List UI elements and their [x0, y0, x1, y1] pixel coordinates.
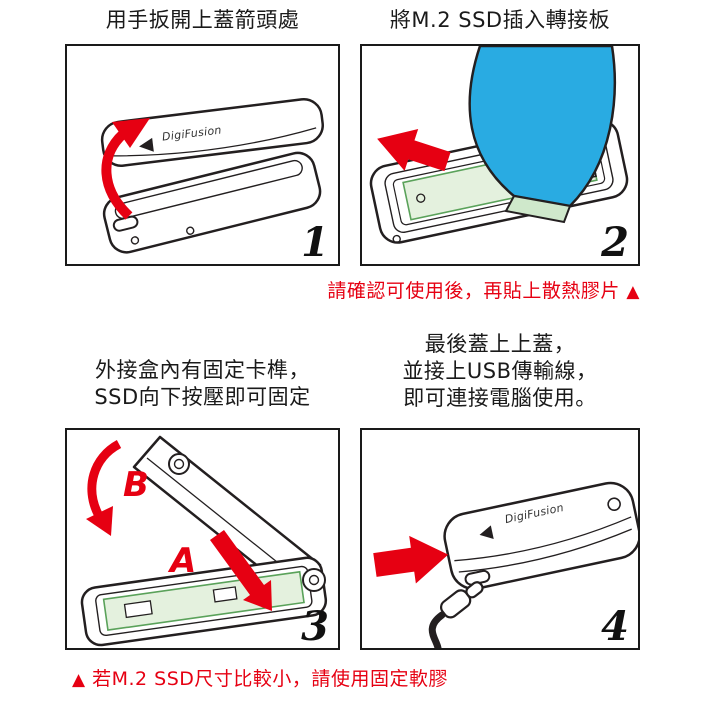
arrow-shape: [377, 128, 451, 172]
step3-panel: B A 3: [65, 428, 340, 650]
warning-triangle-icon: ▲: [72, 670, 86, 690]
warning-triangle-icon: ▲: [626, 282, 640, 302]
step3-number: 3: [301, 603, 329, 650]
step1-caption: 用手扳開上蓋箭頭處: [105, 8, 300, 32]
enclosure-tray: [80, 556, 328, 647]
lid-seam: [454, 516, 632, 562]
screw-icon: [392, 234, 401, 244]
arrow-head: [86, 506, 113, 536]
plug-tip: [465, 581, 484, 599]
enclosure-tray: [102, 151, 322, 254]
lid-latch-center: [173, 458, 185, 470]
standoff: [123, 600, 153, 619]
screw-icon: [130, 236, 140, 245]
label-A: A: [167, 541, 196, 581]
enclosure-body: [443, 481, 638, 590]
step1-number: 1: [301, 219, 329, 266]
end-cap-detail: [607, 497, 621, 512]
close-direction-arrow-icon: [86, 440, 122, 536]
base-seam: [458, 528, 632, 573]
step2-number: 2: [601, 219, 629, 266]
usb-cable: [428, 581, 484, 648]
enclosure-closed: DigiFusion: [443, 481, 638, 590]
arrow-curve: [87, 440, 122, 517]
step2-caption: 將M.2 SSD插入轉接板: [389, 8, 611, 32]
step4-illustration: DigiFusion: [373, 481, 638, 648]
lid-body: [100, 98, 324, 167]
step3-caption: 外接盒內有固定卡榫， SSD向下按壓即可固定: [94, 358, 311, 409]
lid-arrow-mark-icon: [479, 525, 494, 540]
label-B: B: [123, 465, 149, 505]
arrow-head: [112, 118, 150, 148]
arrow-shape: [373, 535, 449, 584]
step4-caption: 最後蓋上上蓋， 並接上USB傳輸線， 即可連接電腦使用。: [402, 332, 598, 410]
retention-clip: [212, 586, 238, 603]
step2-panel: 2: [360, 44, 640, 266]
tray-rim: [114, 159, 303, 220]
hinge: [302, 568, 326, 592]
arrow-curve: [101, 130, 133, 220]
lid-arrow-mark-icon: [139, 137, 154, 152]
heatsink-note: 請確認可使用後，再貼上散熱膠片 ▲: [327, 276, 640, 303]
step2-illustration: [369, 46, 629, 244]
open-direction-arrow-icon: [101, 118, 150, 220]
insert-arrow-icon: [377, 128, 451, 172]
step3-illustration: B A: [80, 435, 328, 647]
step1-panel: DigiFusion 1: [65, 44, 340, 266]
small-ssd-note: ▲ 若M.2 SSD尺寸比較小，請使用固定軟膠: [72, 664, 448, 691]
arrow-shape: [210, 530, 272, 611]
usb-c-plug: [440, 581, 484, 619]
ssd-edge-connector: [504, 194, 572, 224]
cable: [428, 611, 446, 648]
lid-latch: [168, 453, 190, 475]
step4-number: 4: [601, 603, 629, 650]
step1-illustration: DigiFusion: [100, 98, 324, 254]
standoff: [416, 193, 426, 203]
hinge-center: [308, 574, 320, 586]
screw-icon: [186, 226, 195, 235]
lid-edge: [112, 127, 317, 157]
m2-ssd: [468, 46, 617, 224]
enclosure-lid: DigiFusion: [100, 98, 324, 167]
step4-panel: DigiFusion 4: [360, 428, 640, 650]
small-ssd-note-text: 若M.2 SSD尺寸比較小，請使用固定軟膠: [92, 668, 448, 690]
connect-arrow-icon: [373, 535, 449, 584]
tray-body: [102, 151, 322, 254]
heatsink-note-text: 請確認可使用後，再貼上散熱膠片: [327, 280, 620, 302]
press-down-arrow-icon: [210, 530, 272, 611]
